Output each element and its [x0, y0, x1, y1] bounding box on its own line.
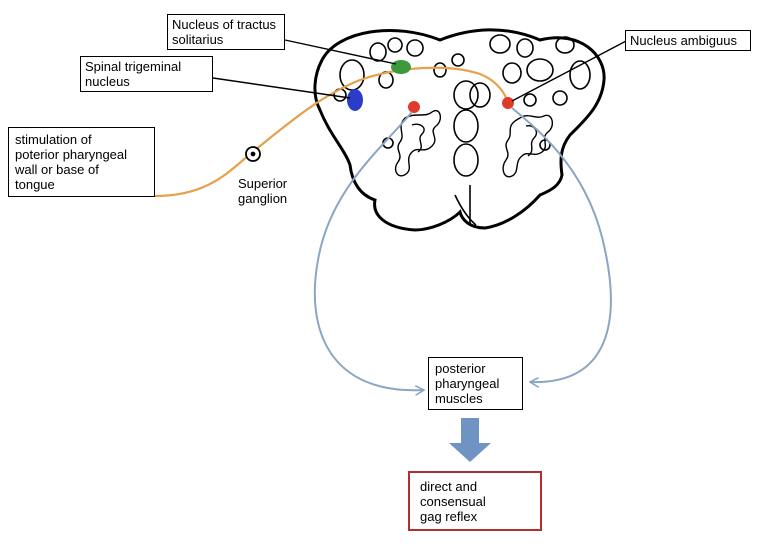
afferent-nerve-path	[154, 66, 509, 198]
superior-ganglion-label: Superior ganglion	[238, 176, 288, 206]
ambiguus-dot-left	[408, 101, 420, 113]
spinal-trigeminal-label: Spinal trigeminal nucleus	[80, 56, 213, 92]
stimulation-label: stimulation of poterior pharyngeal wall …	[8, 127, 155, 197]
nucleus-ambiguus-label: Nucleus ambiguus	[625, 30, 751, 51]
posterior-muscles-label: posterior pharyngeal muscles	[428, 357, 523, 410]
nucleus-tractus-solitarius-label: Nucleus of tractus solitarius	[167, 14, 285, 50]
nucleus-tractus-solitarius-dot	[391, 60, 411, 74]
medulla-internal-structures	[333, 34, 591, 226]
superior-ganglion-marker	[245, 146, 261, 162]
gag-reflex-label: direct and consensual gag reflex	[408, 471, 542, 531]
big-down-arrow	[449, 418, 491, 462]
olivary-nuclei	[394, 109, 554, 178]
leader-lines	[212, 39, 629, 102]
medulla-outline	[313, 28, 606, 232]
ambiguus-dot-right	[502, 97, 514, 109]
spinal-trigeminal-dot	[347, 89, 363, 111]
efferent-arrow-right	[511, 107, 612, 382]
efferent-arrow-left	[313, 111, 424, 390]
